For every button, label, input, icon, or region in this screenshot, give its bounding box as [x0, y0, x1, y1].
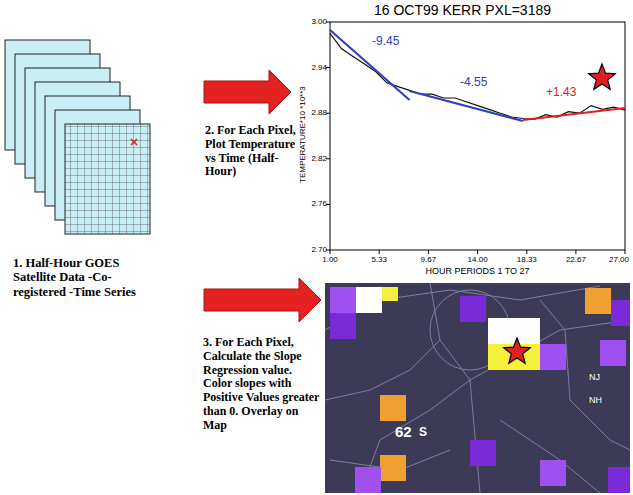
map-label: S	[419, 426, 433, 440]
x-tick-label: 22.67	[561, 255, 591, 264]
map-label: NJ	[589, 372, 609, 382]
x-tick-label: 9.67	[413, 255, 443, 264]
y-tick-label: 2.76	[303, 199, 327, 208]
map-ground	[325, 283, 630, 493]
slope-value: +1.43	[546, 86, 576, 100]
x-tick-label: 5.33	[364, 255, 394, 264]
y-tick-label: 2.70	[303, 245, 327, 254]
slope-value: -9.45	[372, 35, 399, 49]
y-tick-label: 2.82	[303, 154, 327, 163]
satellite-data-box: 1. Half-Hour GOES Satellite Data -Co-reg…	[5, 30, 200, 365]
chart-panel: 16 OCT99 KERR PXL=3189	[295, 0, 630, 278]
axis-ticks	[326, 22, 625, 254]
pixel-mark	[131, 139, 137, 145]
block-arrow	[204, 278, 321, 322]
slope-pixels	[330, 287, 630, 493]
star-marker	[504, 338, 531, 363]
regression-line	[330, 30, 410, 100]
step-caption: 1. Half-Hour GOES Satellite Data -Co-reg…	[13, 256, 153, 299]
slope-value: -4.55	[460, 76, 487, 90]
step-caption: 2. For Each Pixel, Plot Temperature vs T…	[205, 124, 297, 179]
map-lines	[325, 283, 630, 493]
y-tick-label: 3.00	[303, 17, 327, 26]
map-label: 62	[395, 423, 419, 440]
step-caption: 3. For Each Pixel, Calculate the Slope R…	[203, 336, 321, 433]
plot-frame	[330, 22, 625, 250]
x-tick-label: 14.00	[463, 255, 493, 264]
map-panel: 62S NJ NH	[325, 283, 630, 493]
regression-line	[410, 91, 524, 121]
x-tick-label: 27.00	[604, 255, 633, 264]
y-tick-label: 2.94	[303, 63, 327, 72]
axis-title: TEMPERATURE*10 *10**3	[298, 20, 307, 250]
x-tick-label: 18.33	[512, 255, 542, 264]
gridded-frame	[65, 124, 150, 234]
block-arrow	[204, 70, 291, 114]
chart-title: 16 OCT99 KERR PXL=3189	[295, 2, 630, 18]
axis-title: HOUR PERIODS 1 TO 27	[378, 266, 578, 276]
x-tick-label: 1.00	[315, 255, 345, 264]
star-marker	[589, 64, 616, 89]
y-tick-label: 2.88	[303, 108, 327, 117]
regression-line	[523, 108, 625, 120]
map-label: NH	[589, 395, 609, 405]
temperature-series	[330, 33, 625, 119]
